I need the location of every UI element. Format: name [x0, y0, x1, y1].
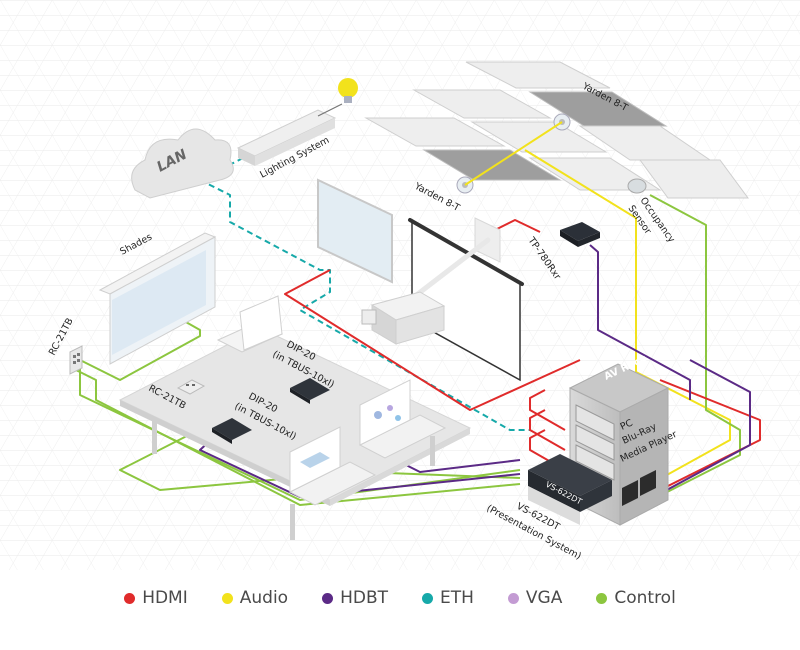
cable-hdbt-rx — [589, 244, 691, 400]
lighting-system-device — [236, 103, 343, 166]
cable-hdmi-display — [284, 269, 581, 411]
rc-21tb-table-keypad — [176, 379, 206, 395]
ceiling-tile-speaker-left — [422, 149, 562, 181]
legend-label-audio: Audio — [239, 588, 289, 608]
projector-mount — [407, 217, 501, 303]
legend-dot-eth — [422, 592, 433, 604]
cable-audio-rack — [524, 149, 731, 513]
projector — [361, 291, 446, 345]
legend-label-control: Control — [614, 588, 676, 608]
rack-unit-bluray — [575, 424, 615, 461]
cable-hdmi-projector — [494, 219, 541, 233]
legend-item-audio: Audio — [221, 588, 289, 608]
cable-hdmi-rack-2 — [529, 409, 566, 451]
rack-unit-pc — [575, 404, 615, 441]
cable-audio-speakers — [464, 121, 563, 186]
laptop-bottom — [288, 426, 377, 506]
legend-dot-hdmi — [124, 592, 136, 604]
legend-dot-control — [596, 592, 608, 604]
cable-control-shades — [79, 312, 521, 501]
vs-622dt-switcher — [528, 454, 612, 525]
wall-display — [317, 178, 393, 284]
ceiling-tiles — [364, 61, 749, 199]
cable-control-sensor — [611, 194, 741, 521]
lan-cloud: LAN — [131, 128, 234, 199]
legend-label-vga: VGA — [525, 588, 563, 608]
legend-item-control: Control — [596, 588, 676, 608]
rc-21tb-wall-keypad — [69, 345, 83, 375]
legend-dot-hdbt — [322, 592, 334, 604]
cable-hdmi-right — [609, 379, 761, 516]
legend-dot-audio — [221, 592, 233, 604]
legend-label-hdbt: HDBT — [340, 588, 388, 608]
dip-20-bottom — [212, 418, 252, 444]
cable-hdmi-rack-1 — [529, 389, 566, 431]
projection-screen — [408, 218, 524, 382]
rack-unit-media — [575, 444, 615, 481]
cable-hdmi-rack-3 — [529, 429, 566, 471]
cable-control-wall — [75, 369, 521, 506]
legend-label-hdmi: HDMI — [142, 588, 188, 608]
light-bulb-icon — [338, 78, 358, 103]
shades-window — [98, 232, 217, 365]
dip-20-top — [290, 378, 330, 404]
tp-780rxr-device — [560, 222, 600, 247]
legend-item-hdbt: HDBT — [322, 588, 388, 608]
rack-pc-label: PC — [619, 417, 635, 432]
legend-dot-vga — [507, 592, 519, 604]
occupancy-sensor-icon — [627, 178, 647, 194]
cable-legend: HDMI Audio HDBT ETH VGA Control — [0, 580, 800, 616]
legend-item-hdmi: HDMI — [124, 588, 188, 608]
laptop-vga — [216, 295, 284, 353]
laptop-right — [358, 379, 447, 459]
legend-item-eth: ETH — [422, 588, 474, 608]
cable-hdbt-right — [614, 359, 751, 519]
legend-item-vga: VGA — [507, 588, 563, 608]
legend-label-eth: ETH — [440, 588, 474, 608]
